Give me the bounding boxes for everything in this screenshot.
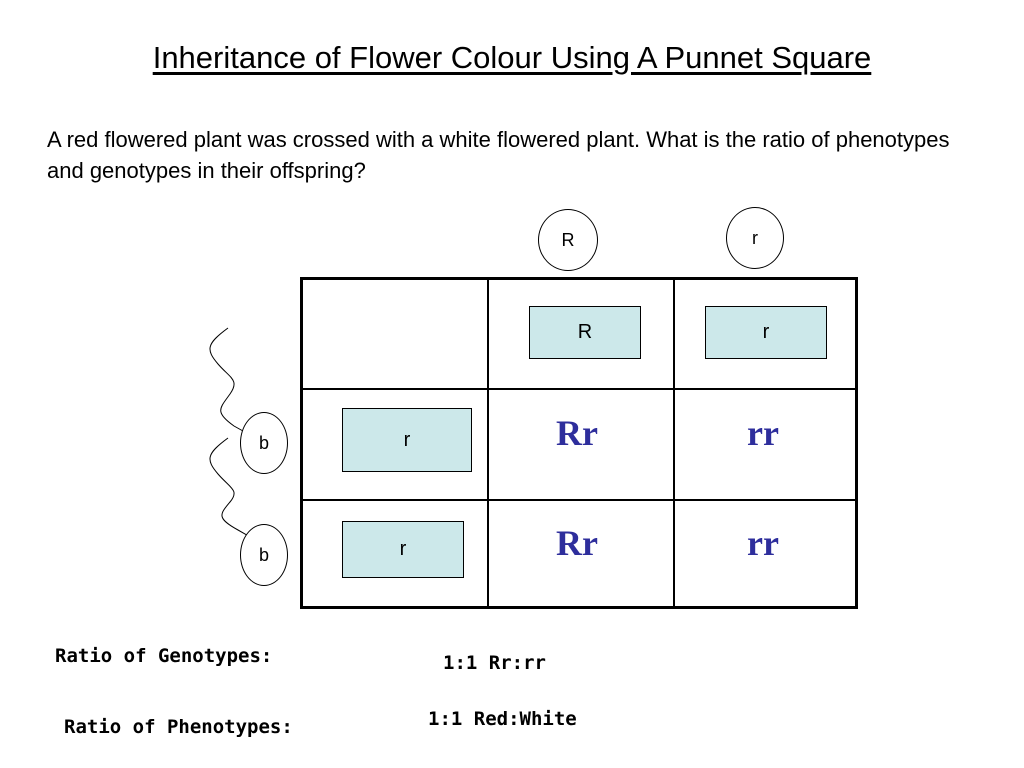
genotype-cell-1-1: Rr (556, 413, 598, 453)
grid-divider-h1 (303, 388, 855, 390)
top-gamete-label-1: R (561, 229, 575, 250)
phenotype-ratio-label: Ratio of Phenotypes: (64, 716, 293, 738)
left-gamete-label-2: b (258, 544, 269, 565)
genotype-ratio-label: Ratio of Genotypes: (55, 645, 273, 667)
col-header-label-1: R (577, 321, 593, 343)
grid-divider-h2 (303, 499, 855, 501)
left-gamete-label-1: b (258, 432, 269, 453)
row-header-label-2: r (399, 538, 407, 560)
col-header-label-2: r (762, 321, 770, 343)
grid-divider-v1 (487, 280, 489, 606)
grid-divider-v2 (673, 280, 675, 606)
top-gamete-circle-1: R (538, 209, 598, 271)
row-header-label-1: r (403, 428, 411, 451)
genotype-cell-2-1: Rr (556, 523, 598, 563)
genotype-cell-2-2: rr (747, 523, 779, 563)
phenotype-ratio-value: 1:1 Red:White (428, 708, 577, 730)
question-text: A red flowered plant was crossed with a … (47, 127, 950, 183)
left-gamete-circle-2: b (240, 524, 288, 586)
punnett-square (300, 277, 858, 609)
pollen-tail-icon-1 (209, 327, 253, 437)
row-header-box-1: r (342, 408, 472, 472)
left-gamete-circle-1: b (240, 412, 288, 474)
top-gamete-circle-2: r (726, 207, 784, 269)
genotype-cell-1-2: rr (747, 413, 779, 453)
pollen-tail-icon-2 (209, 437, 253, 539)
row-header-box-2: r (342, 521, 464, 578)
col-header-box-1: R (529, 306, 641, 359)
col-header-box-2: r (705, 306, 827, 359)
genotype-ratio-value: 1:1 Rr:rr (443, 652, 546, 674)
top-gamete-label-2: r (752, 227, 758, 248)
page-title: Inheritance of Flower Colour Using A Pun… (152, 40, 872, 75)
